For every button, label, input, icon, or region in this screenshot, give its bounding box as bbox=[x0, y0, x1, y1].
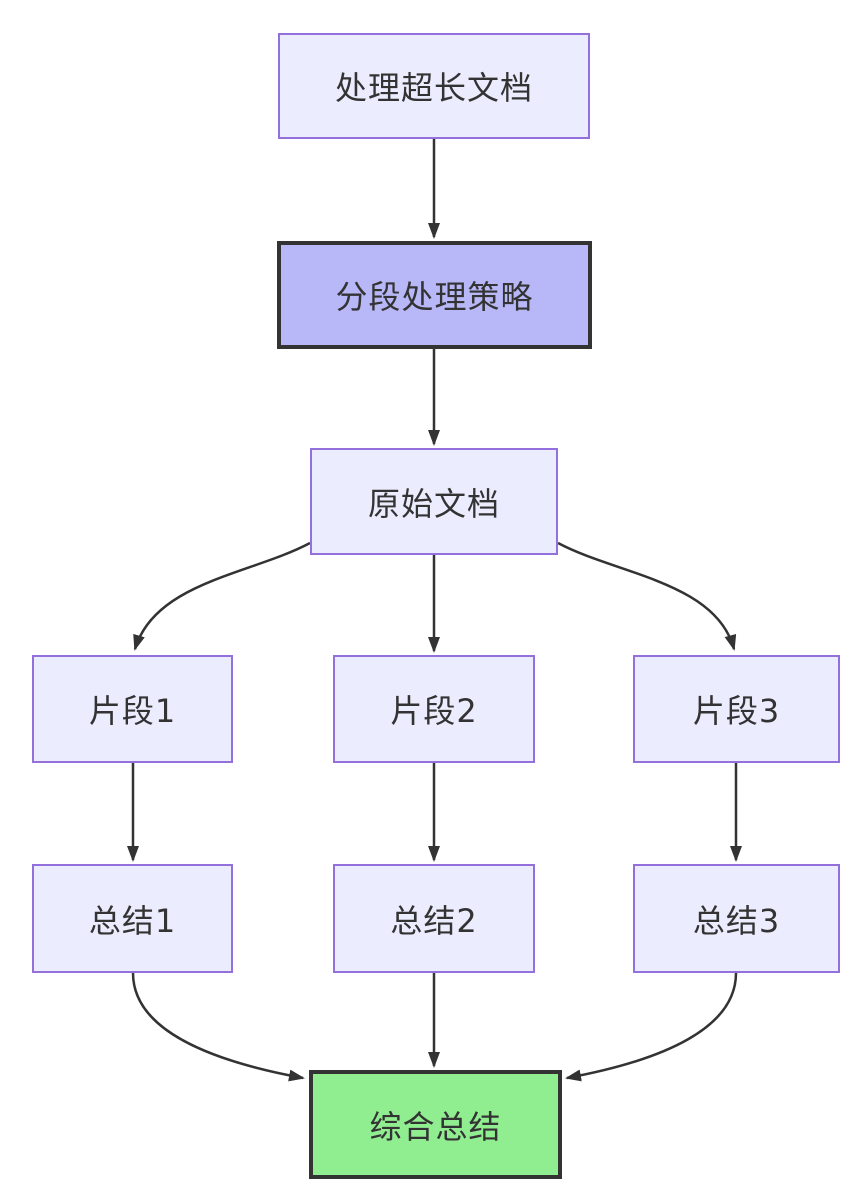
node-segment-strategy-label: 分段处理策略 bbox=[335, 278, 534, 316]
node-final-summary: 综合总结 bbox=[309, 1070, 562, 1179]
node-fragment-2-label: 片段2 bbox=[390, 692, 478, 730]
node-summary-2-label: 总结2 bbox=[390, 901, 478, 940]
edge-original-frag3 bbox=[557, 541, 737, 651]
edge-sum3-final bbox=[565, 972, 738, 1082]
node-summary-2: 总结2 bbox=[333, 864, 535, 973]
node-summary-1-label: 总结1 bbox=[88, 901, 177, 940]
node-fragment-2: 片段2 bbox=[333, 655, 535, 763]
node-fragment-1-label: 片段1 bbox=[88, 692, 177, 730]
node-original-doc: 原始文档 bbox=[310, 448, 558, 555]
node-summary-3: 总结3 bbox=[633, 864, 840, 973]
node-original-doc-label: 原始文档 bbox=[367, 484, 500, 523]
edge-original-frag1 bbox=[133, 541, 311, 651]
node-summary-3-label: 总结3 bbox=[692, 901, 781, 940]
edge-sum1-final bbox=[131, 972, 305, 1082]
node-summary-1: 总结1 bbox=[32, 864, 233, 973]
node-fragment-3: 片段3 bbox=[633, 655, 840, 763]
node-segment-strategy: 分段处理策略 bbox=[277, 241, 592, 349]
node-process-long-doc-label: 处理超长文档 bbox=[334, 69, 533, 107]
node-process-long-doc: 处理超长文档 bbox=[278, 33, 590, 139]
node-final-summary-label: 综合总结 bbox=[369, 1107, 502, 1146]
node-fragment-1: 片段1 bbox=[32, 655, 233, 763]
node-fragment-3-label: 片段3 bbox=[692, 692, 781, 730]
